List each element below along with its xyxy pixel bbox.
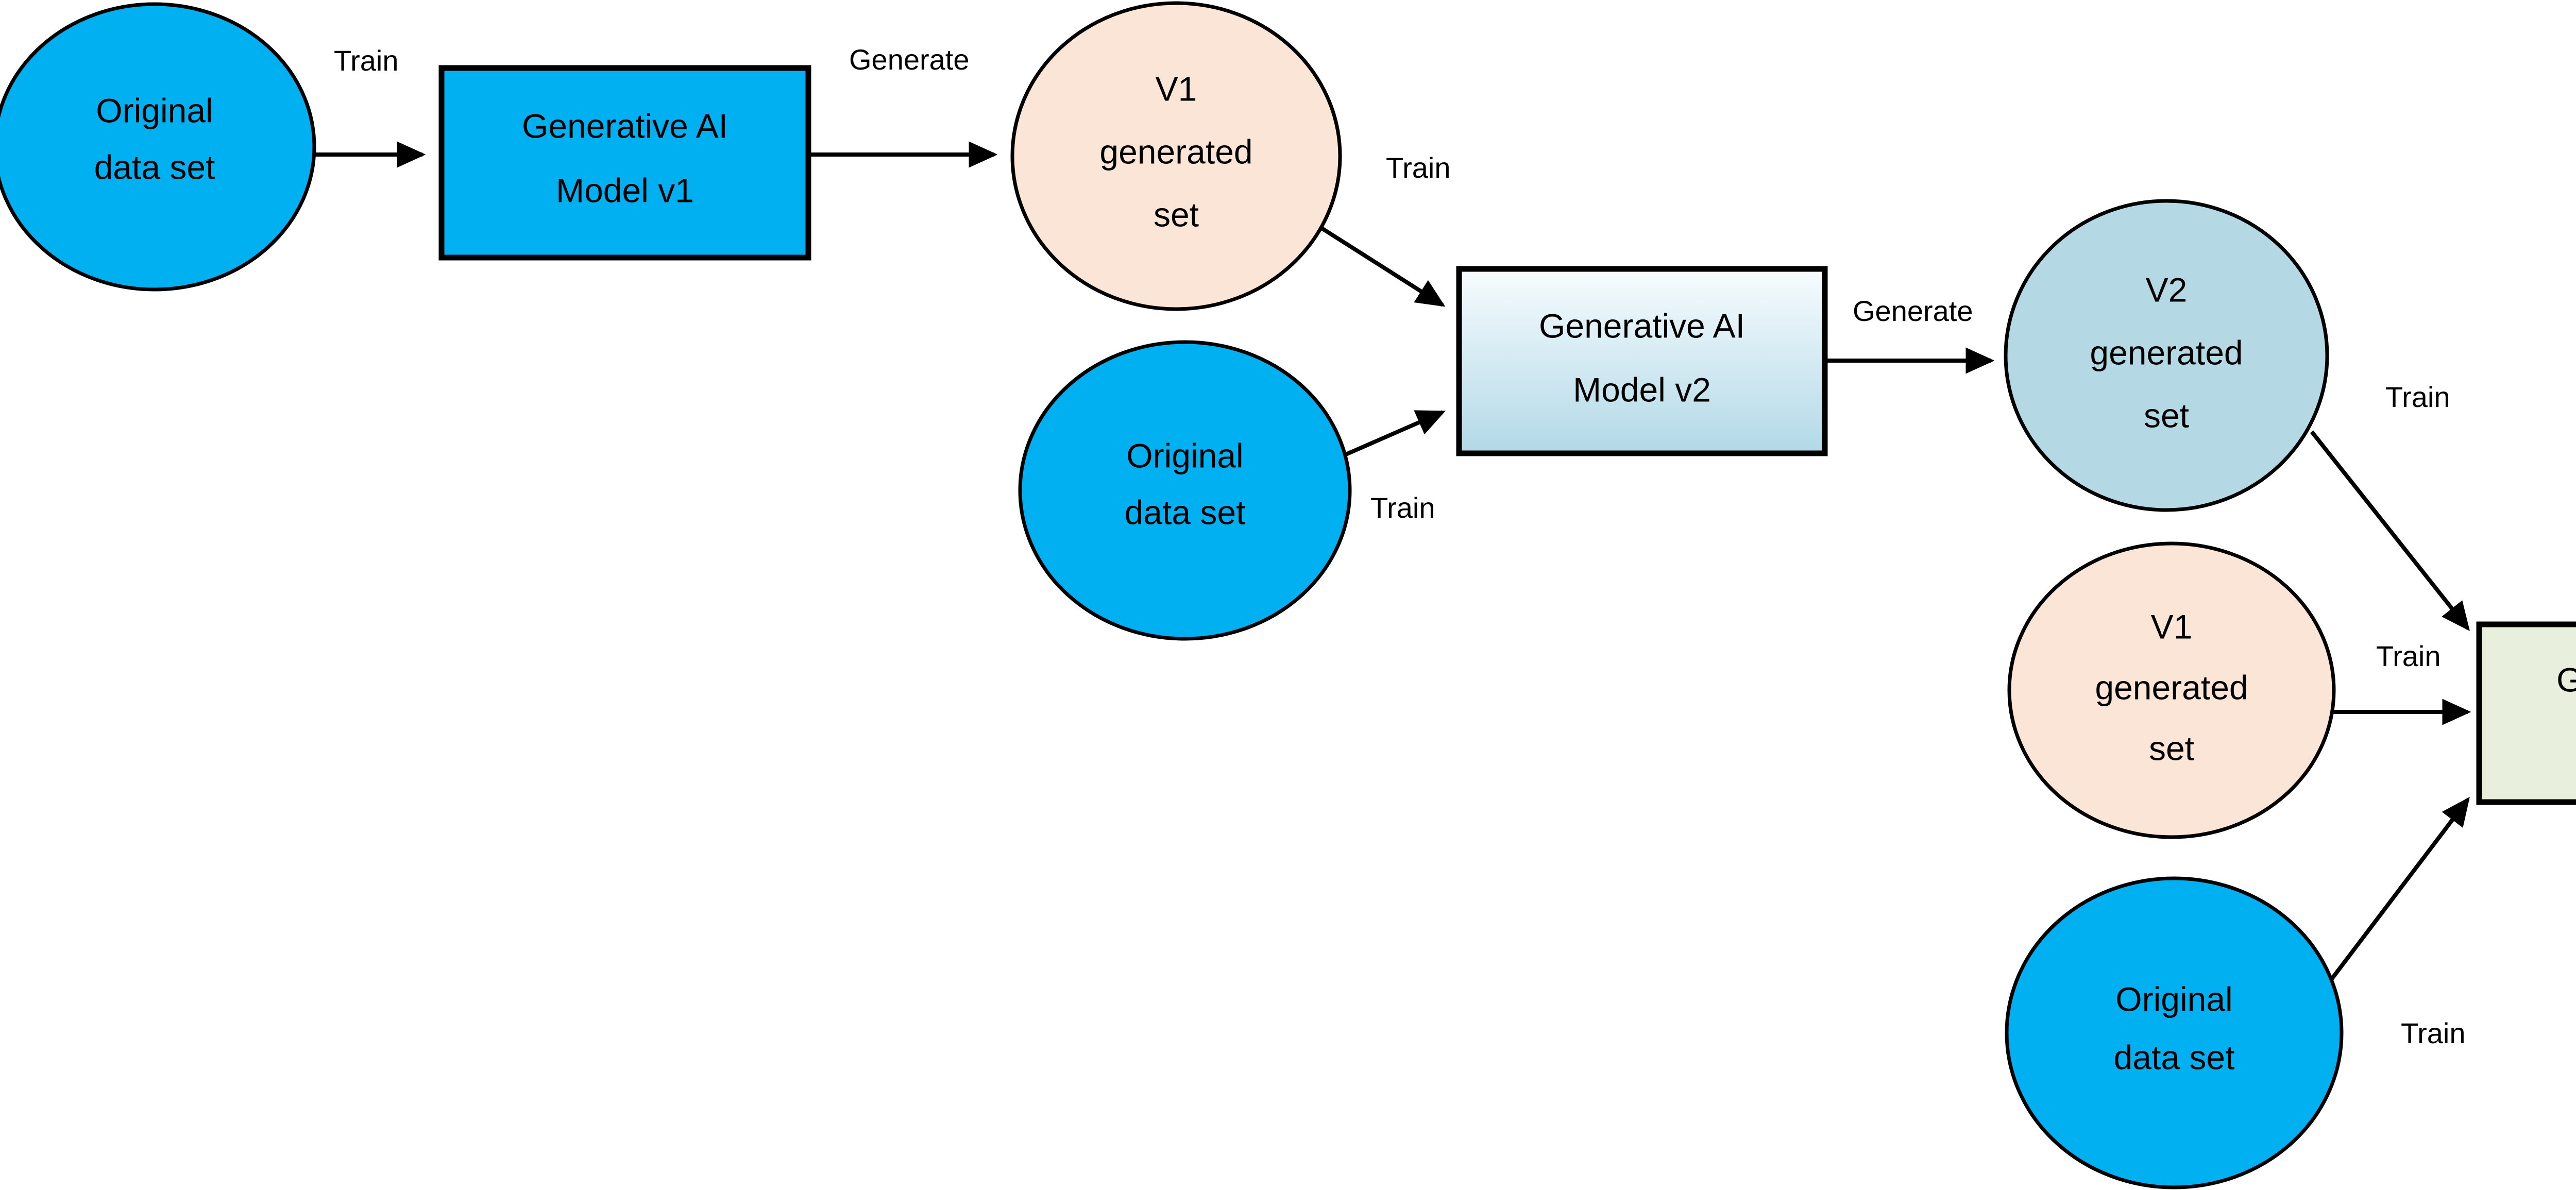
node-label-line: V1 [1156, 70, 1197, 108]
edge-v1gen-bottom-to-model3: Train [2333, 640, 2471, 725]
node-label-line: data set [2114, 1038, 2235, 1076]
node-original-data-set-1[interactable]: Original data set [0, 2, 316, 292]
node-label-line: V1 [2151, 607, 2193, 645]
node-label-line: data set [94, 148, 215, 186]
node-original-data-set-3[interactable]: Original data set [2005, 876, 2344, 1189]
node-label-line: generated [2090, 333, 2243, 371]
edge-v1gen-top-to-model2: Train [1315, 151, 1451, 307]
node-generative-ai-model-v3[interactable]: Generative AI Model v3 [2476, 621, 2576, 805]
edge-label-train-5: Train [2376, 640, 2441, 672]
node-v2-generated-set[interactable]: V2 generated set [2004, 199, 2329, 512]
edge-model2-to-v2gen: Generate [1825, 295, 1995, 374]
edge-orig1-to-model1: Train [309, 44, 426, 168]
node-original-data-set-2[interactable]: Original data set [1018, 340, 1352, 641]
edge-label-train-1: Train [334, 44, 399, 77]
node-label-line: V2 [2146, 270, 2188, 309]
edge-model1-to-v1gen-top: Generate [808, 43, 998, 168]
node-v1-generated-set-top[interactable]: V1 generated set [1010, 1, 1342, 311]
edge-orig3-to-model3: Train [2327, 796, 2470, 1049]
edge-label-train-3: Train [1370, 491, 1435, 524]
node-generative-ai-model-v1[interactable]: Generative AI Model v1 [438, 65, 811, 261]
node-label-line: Model v1 [556, 171, 694, 209]
node-generative-ai-model-v2[interactable]: Generative AI Model v2 [1456, 266, 1828, 456]
node-label-line: Original [96, 91, 213, 129]
edge-label-train-6: Train [2401, 1017, 2466, 1049]
node-label-line: Generative AI [1539, 307, 1745, 345]
node-label-line: data set [1125, 493, 1246, 531]
edge-label-generate-2: Generate [1853, 295, 1973, 327]
edge-label-train-4: Train [2385, 381, 2450, 413]
node-label-line: Original [2115, 980, 2232, 1018]
node-label-line: Original [1126, 436, 1243, 474]
node-label-line: set [1154, 195, 1199, 233]
edge-v2gen-to-model3: Train [2310, 381, 2470, 632]
node-v1-generated-set-bottom[interactable]: V1 generated set [2007, 541, 2336, 839]
node-label-line: generated [1099, 132, 1252, 171]
node-label-line: generated [2095, 668, 2248, 706]
edge-label-train-2: Train [1386, 151, 1451, 184]
edge-label-generate-1: Generate [849, 43, 970, 76]
node-label-line: Generative AI [2556, 660, 2576, 699]
node-label-line: Model v2 [1573, 370, 1711, 409]
node-label-line: Generative AI [522, 107, 728, 145]
node-label-line: set [2149, 729, 2194, 767]
node-label-line: set [2144, 396, 2189, 434]
